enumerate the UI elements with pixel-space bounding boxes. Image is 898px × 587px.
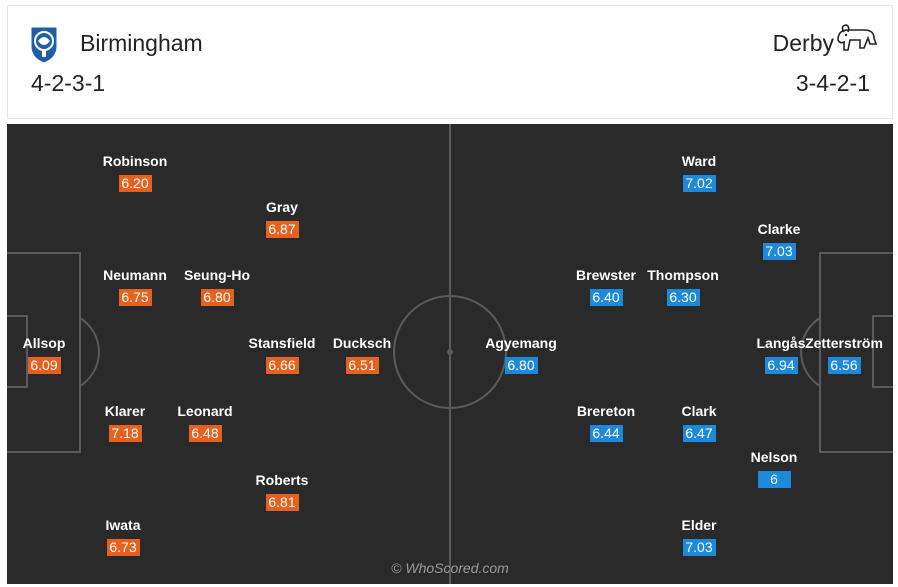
player-zetterstrom[interactable]: Zetterström 6.56	[799, 334, 889, 375]
player-rating-badge: 7.03	[762, 243, 796, 260]
player-name: Brewster	[576, 267, 636, 283]
player-name: Clarke	[757, 221, 801, 237]
player-name: Ducksch	[332, 335, 392, 351]
player-name: Clark	[681, 403, 717, 419]
away-formation: 3-4-2-1	[795, 70, 870, 96]
player-name: Agyemang	[485, 335, 557, 351]
player-rating-badge: 6.80	[504, 357, 538, 374]
player-rating-badge: 6.81	[265, 494, 299, 511]
player-rating-badge: 7.03	[682, 539, 716, 556]
player-agyemang[interactable]: Agyemang 6.80	[476, 334, 566, 375]
player-rating-badge: 6.66	[265, 357, 299, 374]
player-name: Roberts	[255, 472, 309, 488]
player-name: Gray	[266, 199, 298, 215]
player-rating-badge: 6.09	[27, 357, 61, 374]
player-robinson[interactable]: Robinson 6.20	[90, 152, 180, 193]
whoscored-watermark: © WhoScored.com	[391, 560, 509, 576]
player-clark[interactable]: Clark 6.47	[654, 402, 744, 443]
player-ducksch[interactable]: Ducksch 6.51	[317, 334, 407, 375]
player-clarke[interactable]: Clarke 7.03	[734, 220, 824, 261]
player-name: Brereton	[576, 403, 636, 419]
away-team-name[interactable]: Derby	[772, 30, 834, 56]
player-allsop[interactable]: Allsop 6.09	[7, 334, 89, 375]
match-header: Birmingham 4-2-3-1 Derby 3-4-2-1	[7, 5, 893, 119]
player-name: Elder	[681, 517, 717, 533]
player-rating-badge: 6.47	[682, 425, 716, 442]
player-name: Seung-Ho	[183, 267, 251, 283]
player-rating-badge: 6.48	[188, 425, 222, 442]
player-rating-badge: 6.75	[118, 289, 152, 306]
player-klarer[interactable]: Klarer 7.18	[80, 402, 170, 443]
pitch-markings	[7, 124, 893, 584]
player-rating-badge: 6.87	[265, 221, 299, 238]
player-name: Allsop	[22, 335, 66, 351]
player-stansfield[interactable]: Stansfield 6.66	[237, 334, 327, 375]
player-rating-badge: 6.20	[118, 175, 152, 192]
player-ward[interactable]: Ward 7.02	[654, 152, 744, 193]
player-elder[interactable]: Elder 7.03	[654, 516, 744, 557]
player-name: Iwata	[105, 517, 141, 533]
player-name: Thompson	[647, 267, 719, 283]
player-leonard[interactable]: Leonard 6.48	[160, 402, 250, 443]
player-name: Robinson	[102, 153, 168, 169]
player-iwata[interactable]: Iwata 6.73	[78, 516, 168, 557]
player-name: Nelson	[750, 449, 798, 465]
home-formation: 4-2-3-1	[31, 70, 106, 96]
player-roberts[interactable]: Roberts 6.81	[237, 471, 327, 512]
player-name: Langås	[756, 335, 806, 351]
player-rating-badge: 7.02	[682, 175, 716, 192]
player-name: Zetterström	[805, 335, 883, 351]
player-name: Neumann	[103, 267, 167, 283]
player-name: Stansfield	[248, 335, 316, 351]
player-name: Klarer	[104, 403, 146, 419]
player-rating-badge: 6	[757, 471, 791, 488]
player-rating-badge: 6.40	[589, 289, 623, 306]
player-rating-badge: 6.44	[589, 425, 623, 442]
player-nelson[interactable]: Nelson 6	[729, 448, 819, 489]
player-rating-badge: 6.80	[200, 289, 234, 306]
player-brewster[interactable]: Brewster 6.40	[561, 266, 651, 307]
player-langas[interactable]: Langås 6.94	[736, 334, 826, 375]
birmingham-crest-icon	[30, 26, 58, 64]
player-gray[interactable]: Gray 6.87	[237, 198, 327, 239]
player-rating-badge: 6.94	[764, 357, 798, 374]
player-rating-badge: 7.18	[108, 425, 142, 442]
player-name: Leonard	[177, 403, 233, 419]
player-thompson[interactable]: Thompson 6.30	[638, 266, 728, 307]
player-rating-badge: 6.73	[106, 539, 140, 556]
derby-ram-crest-icon	[837, 24, 878, 51]
player-rating-badge: 6.56	[827, 357, 861, 374]
player-seung-ho[interactable]: Seung-Ho 6.80	[172, 266, 262, 307]
home-team-name[interactable]: Birmingham	[80, 30, 203, 56]
player-brereton[interactable]: Brereton 6.44	[561, 402, 651, 443]
player-rating-badge: 6.30	[666, 289, 700, 306]
player-neumann[interactable]: Neumann 6.75	[90, 266, 180, 307]
player-name: Ward	[681, 153, 717, 169]
player-rating-badge: 6.51	[345, 357, 379, 374]
pitch: Robinson 6.20 Gray 6.87 Neumann 6.75 Seu…	[7, 124, 893, 584]
